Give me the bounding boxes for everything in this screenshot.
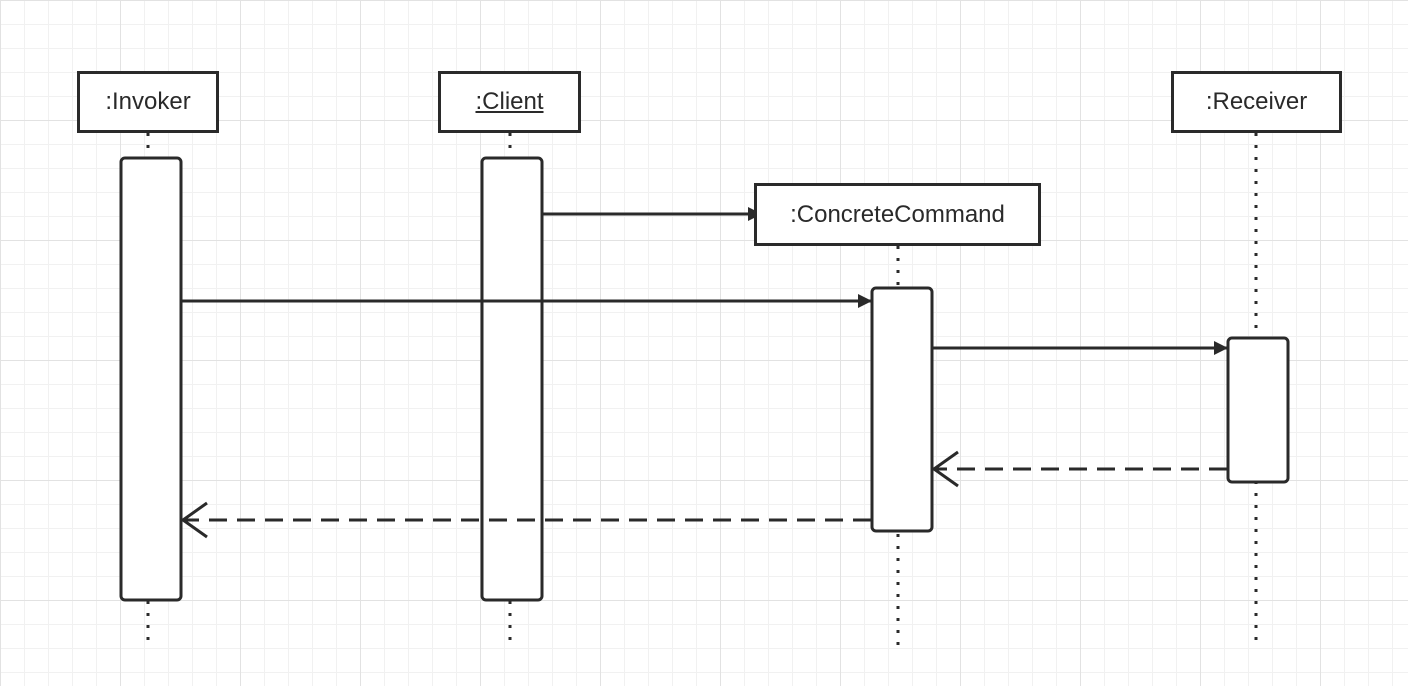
return-arrowhead-open-icon	[180, 501, 208, 539]
participant-label: :Client	[475, 88, 544, 115]
activation-bar-concrete-command	[870, 286, 934, 533]
participant-invoker[interactable]: :Invoker	[77, 71, 219, 133]
activation-bar-client	[480, 156, 544, 602]
participant-receiver[interactable]: :Receiver	[1171, 71, 1342, 133]
participant-concrete-command[interactable]: :ConcreteCommand	[754, 183, 1041, 246]
participant-label: :ConcreteCommand	[790, 200, 1005, 228]
activation-bar-receiver	[1226, 336, 1290, 484]
return-arrowhead-open-icon	[931, 450, 959, 488]
activation-bar-invoker	[119, 156, 183, 602]
participant-label: :Invoker	[105, 88, 191, 115]
participant-label: :Receiver	[1205, 88, 1308, 115]
participant-client[interactable]: :Client	[438, 71, 581, 133]
